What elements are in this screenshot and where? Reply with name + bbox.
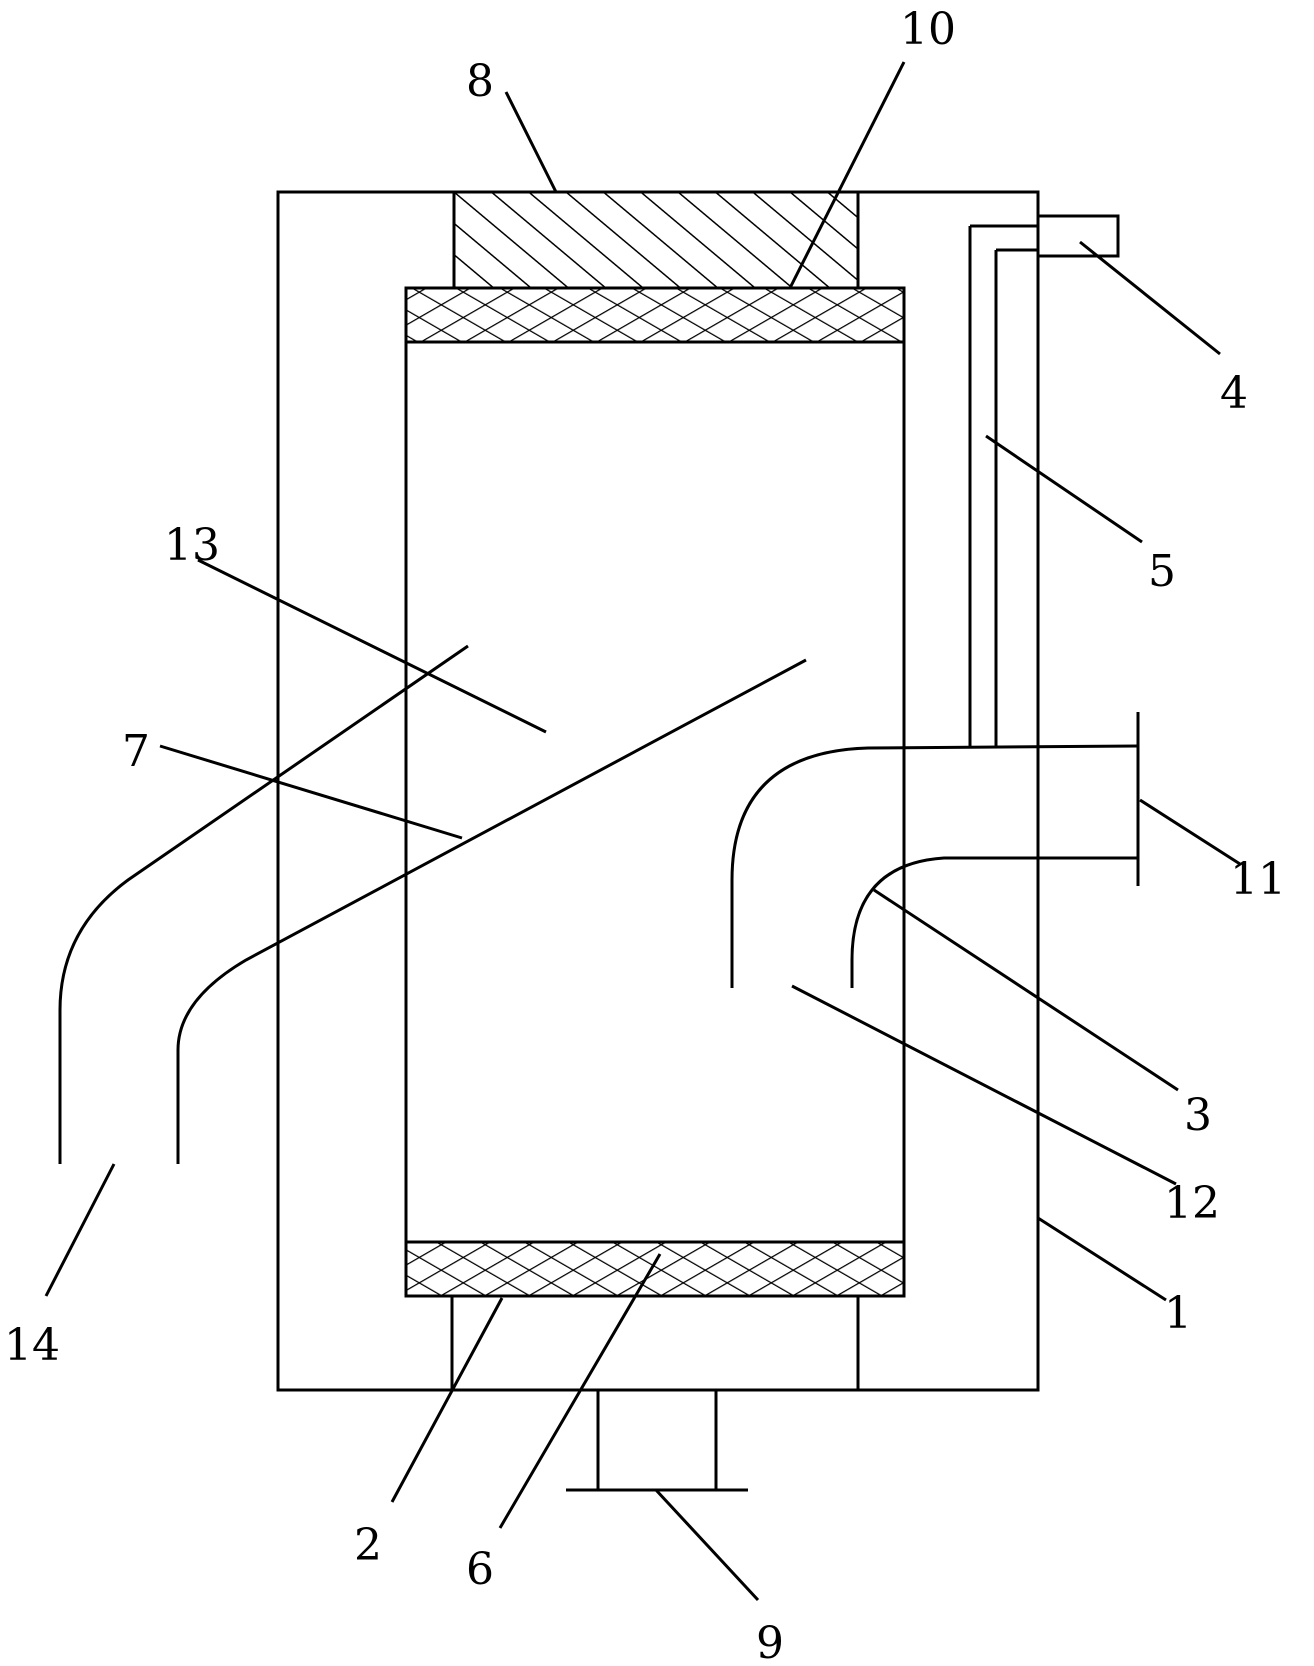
label-1: 1 <box>1164 1288 1192 1339</box>
leader-4 <box>1079 240 1221 356</box>
leader-6 <box>498 1253 662 1529</box>
inlet-pipe-upper <box>730 744 1139 988</box>
inner-vessel <box>404 286 906 1298</box>
top-mesh <box>404 286 906 344</box>
diagonal-pipe-lower <box>176 658 807 1164</box>
label-10: 10 <box>900 4 956 55</box>
leader-1 <box>1037 1216 1167 1302</box>
leader-14 <box>44 1163 116 1297</box>
inlet-pipe-lower <box>850 856 1138 988</box>
label-6: 6 <box>466 1544 494 1595</box>
leader-12 <box>791 984 1177 1186</box>
leader-11 <box>1139 798 1241 866</box>
vent-cap <box>1036 214 1120 258</box>
label-8: 8 <box>466 56 494 107</box>
leader-8 <box>504 91 558 193</box>
label-3: 3 <box>1184 1090 1212 1141</box>
leader-7 <box>159 744 463 840</box>
label-12: 12 <box>1164 1178 1220 1229</box>
label-4: 4 <box>1220 368 1248 419</box>
diagonal-pipe-upper <box>58 644 469 1164</box>
label-11: 11 <box>1230 854 1286 905</box>
label-9: 9 <box>756 1618 784 1666</box>
label-2: 2 <box>354 1520 382 1571</box>
outer-housing <box>276 190 1040 1392</box>
leader-5 <box>985 434 1143 544</box>
leader-13 <box>197 558 547 734</box>
label-7: 7 <box>122 726 150 777</box>
top-block <box>452 190 860 290</box>
leader-9 <box>654 1488 760 1602</box>
leader-10 <box>788 61 906 289</box>
label-5: 5 <box>1148 546 1176 597</box>
label-13: 13 <box>164 520 220 571</box>
label-14: 14 <box>4 1320 60 1371</box>
leader-3 <box>873 888 1179 1092</box>
bottom-mesh <box>404 1240 906 1298</box>
leader-2 <box>390 1297 504 1503</box>
